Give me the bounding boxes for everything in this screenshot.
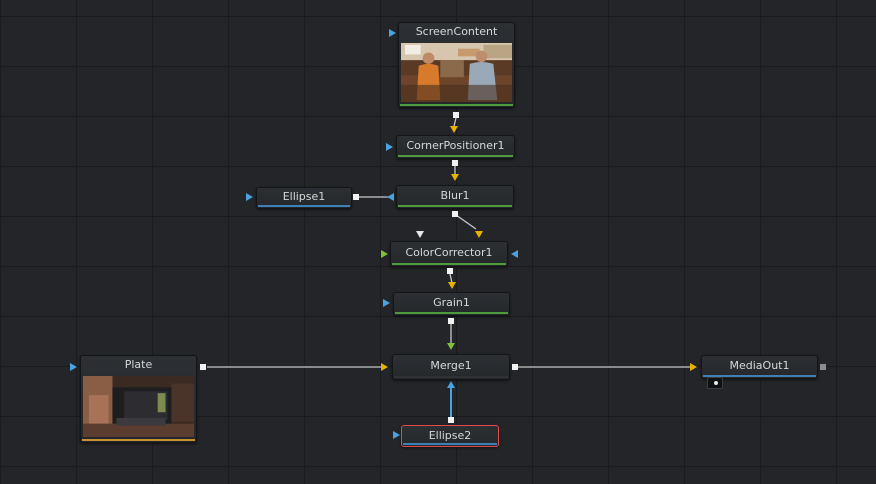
node-grain[interactable]: Grain1 bbox=[393, 292, 510, 316]
node-screencontent[interactable]: ScreenContent bbox=[398, 22, 515, 108]
wire-blur-colorcorrector bbox=[455, 214, 477, 230]
node-cornerpositioner[interactable]: CornerPositioner1 bbox=[396, 135, 515, 159]
node-mediaout[interactable]: MediaOut1 bbox=[701, 355, 818, 379]
mediaout-output-icon[interactable] bbox=[820, 364, 826, 370]
viewer-indicator-icon[interactable] bbox=[707, 377, 723, 389]
node-status-bar bbox=[82, 439, 195, 441]
grain-mask-input-icon[interactable] bbox=[383, 299, 390, 307]
blur-mask-input-icon[interactable] bbox=[387, 193, 394, 201]
node-label: Blur1 bbox=[440, 189, 470, 202]
node-status-bar bbox=[703, 375, 816, 377]
blur-output-icon[interactable] bbox=[452, 211, 458, 217]
node-plate[interactable]: Plate bbox=[80, 355, 197, 443]
node-label: ScreenContent bbox=[415, 25, 498, 38]
ellipse2-input-icon[interactable] bbox=[393, 431, 400, 439]
grain-input-icon[interactable] bbox=[448, 282, 456, 289]
node-status-bar bbox=[395, 312, 508, 314]
colorcorrector-input-icon[interactable] bbox=[475, 231, 483, 238]
cornerpositioner-mask-input-icon[interactable] bbox=[386, 143, 393, 151]
plate-thumbnail bbox=[83, 376, 194, 437]
node-merge[interactable]: Merge1 bbox=[392, 354, 510, 380]
node-status-bar bbox=[258, 205, 350, 207]
node-ellipse2[interactable]: Ellipse2 bbox=[401, 425, 499, 447]
node-colorcorrector[interactable]: ColorCorrector1 bbox=[390, 241, 508, 267]
colorcorrector-foreground-input-icon[interactable] bbox=[416, 231, 424, 238]
node-label: Ellipse2 bbox=[428, 429, 472, 442]
merge-background-input-icon[interactable] bbox=[381, 363, 388, 371]
node-label: Plate bbox=[124, 358, 153, 371]
node-blur[interactable]: Blur1 bbox=[396, 185, 514, 209]
screencontent-thumbnail bbox=[401, 43, 512, 102]
node-ellipse1[interactable]: Ellipse1 bbox=[256, 187, 352, 209]
cornerpositioner-input-icon[interactable] bbox=[450, 126, 458, 133]
colorcorrector-effect-mask-icon[interactable] bbox=[381, 250, 388, 258]
node-label: Ellipse1 bbox=[282, 190, 326, 203]
colorcorrector-mask-input-icon[interactable] bbox=[511, 250, 518, 258]
cornerpositioner-output-icon[interactable] bbox=[452, 160, 458, 166]
blur-input-icon[interactable] bbox=[451, 174, 459, 181]
node-label: Grain1 bbox=[433, 296, 470, 309]
screencontent-output-icon[interactable] bbox=[453, 112, 459, 118]
node-status-bar bbox=[403, 443, 497, 445]
node-label: ColorCorrector1 bbox=[405, 246, 493, 259]
plate-input-icon[interactable] bbox=[70, 363, 77, 371]
merge-foreground-input-icon[interactable] bbox=[447, 343, 455, 350]
viewer-dot bbox=[714, 381, 718, 385]
ellipse2-output-icon[interactable] bbox=[448, 417, 454, 423]
node-label: MediaOut1 bbox=[729, 359, 790, 372]
mediaout-input-icon[interactable] bbox=[690, 363, 697, 371]
merge-mask-input-icon[interactable] bbox=[447, 381, 455, 388]
wire-screencontent-cornerpositioner bbox=[453, 117, 457, 127]
node-label: Merge1 bbox=[430, 359, 472, 372]
plate-output-icon[interactable] bbox=[200, 364, 206, 370]
ellipse1-input-icon[interactable] bbox=[246, 193, 253, 201]
node-label: CornerPositioner1 bbox=[406, 139, 505, 152]
node-status-bar bbox=[398, 155, 513, 157]
node-status-bar bbox=[398, 205, 512, 207]
node-status-bar bbox=[392, 263, 506, 265]
grain-output-icon[interactable] bbox=[448, 318, 454, 324]
colorcorrector-output-icon[interactable] bbox=[447, 268, 453, 274]
screencontent-input-icon[interactable] bbox=[389, 29, 396, 37]
node-status-bar bbox=[394, 376, 508, 378]
merge-output-icon[interactable] bbox=[512, 364, 518, 370]
node-status-bar bbox=[400, 104, 513, 106]
ellipse1-output-icon[interactable] bbox=[353, 194, 359, 200]
